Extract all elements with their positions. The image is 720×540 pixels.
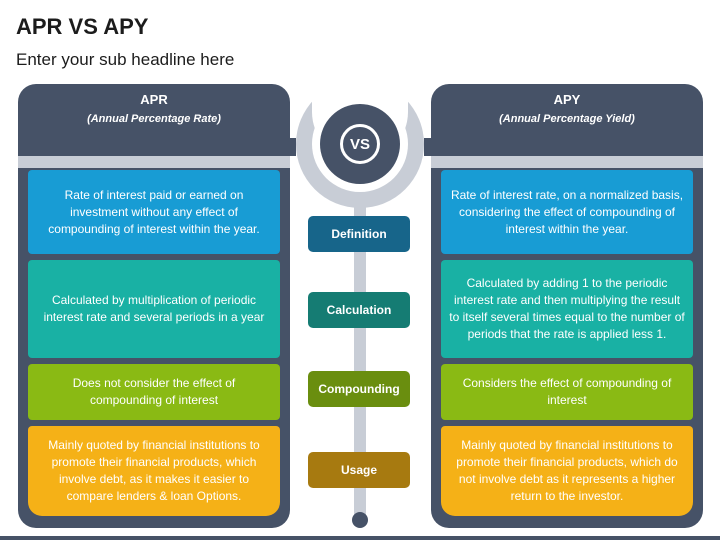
apy-heading: APY (553, 92, 581, 107)
label-definition: Definition (308, 216, 410, 252)
center-stem (354, 196, 366, 520)
vs-icon: VS (340, 124, 380, 164)
apy-definition: Rate of interest rate, on a normalized b… (441, 170, 693, 254)
page-title: APR VS APY (16, 14, 149, 39)
apy-subheading: (Annual Percentage Yield) (499, 113, 635, 125)
apr-compounding: Does not consider the effect of compound… (28, 364, 280, 420)
center-stem-cap (352, 512, 368, 528)
apr-definition: Rate of interest paid or earned on inves… (28, 170, 280, 254)
page-subtitle: Enter your sub headline here (16, 50, 235, 69)
apy-header: APY (Annual Percentage Yield) (431, 92, 703, 125)
apr-calculation: Calculated by multiplication of periodic… (28, 260, 280, 358)
label-usage: Usage (308, 452, 410, 488)
label-calculation: Calculation (308, 292, 410, 328)
left-connector-shadow (18, 156, 290, 168)
label-compounding: Compounding (308, 371, 410, 407)
apy-usage: Mainly quoted by financial institutions … (441, 426, 693, 516)
right-connector-bar (424, 138, 702, 156)
apr-subheading: (Annual Percentage Rate) (87, 113, 221, 125)
left-connector-bar (18, 138, 296, 156)
apr-header: APR (Annual Percentage Rate) (18, 92, 290, 125)
footer-bar (0, 536, 720, 540)
apr-usage: Mainly quoted by financial institutions … (28, 426, 280, 516)
right-connector-shadow (431, 156, 703, 168)
apr-heading: APR (140, 92, 168, 107)
apy-calculation: Calculated by adding 1 to the periodic i… (441, 260, 693, 358)
apy-compounding: Considers the effect of compounding of i… (441, 364, 693, 420)
